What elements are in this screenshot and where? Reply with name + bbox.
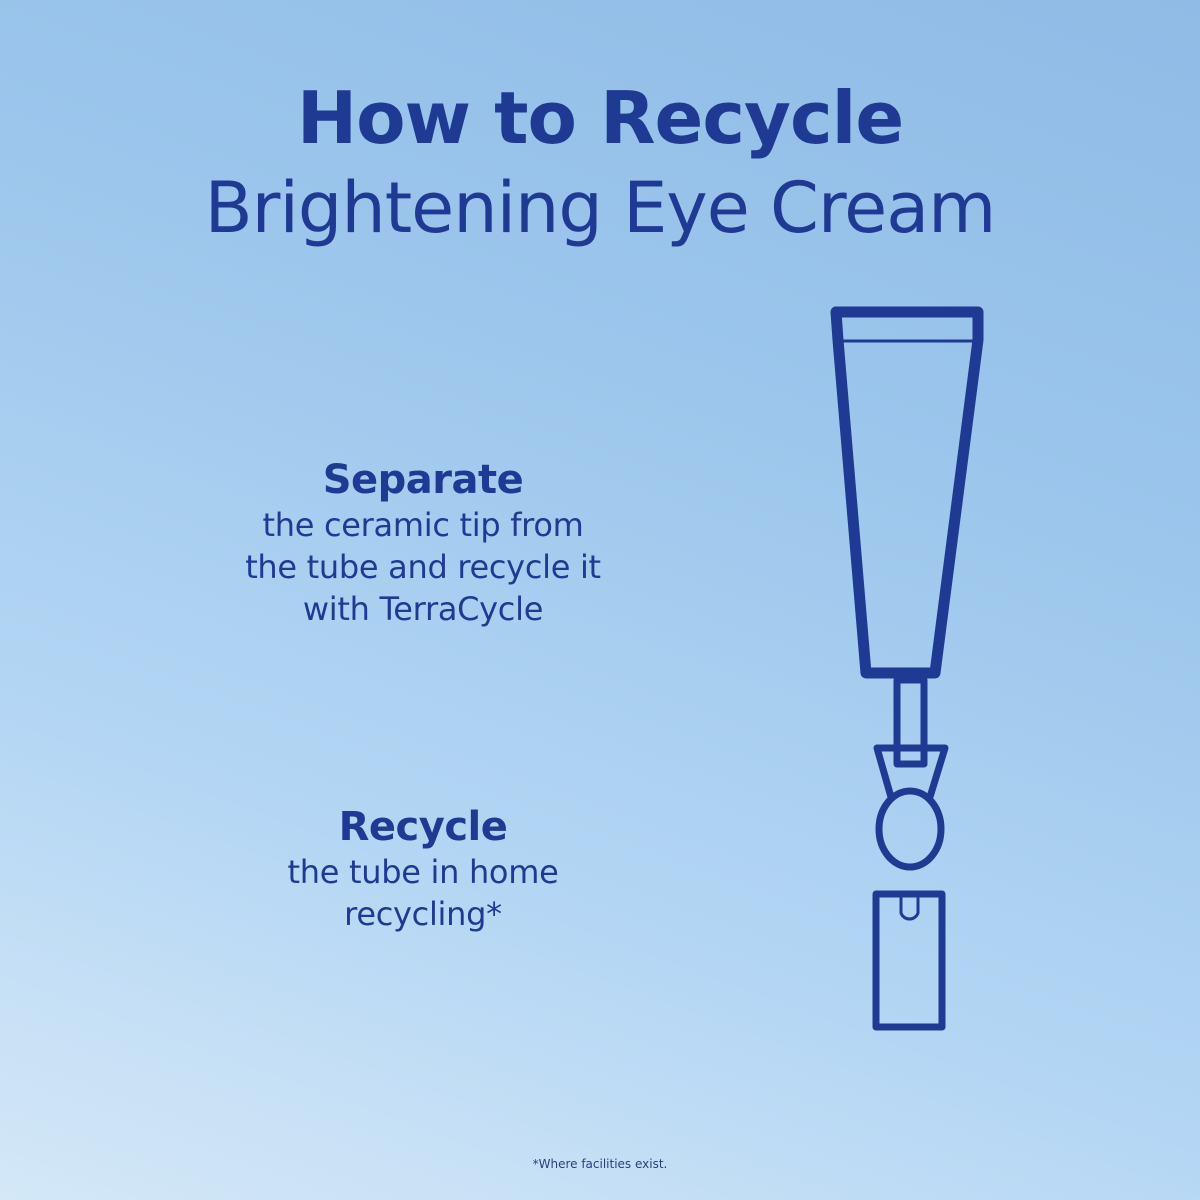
step-separate: Separate the ceramic tip from the tube a…	[200, 456, 646, 630]
footnote: *Where facilities exist.	[532, 1157, 668, 1171]
tube-neck-icon	[893, 676, 928, 768]
page-title: How to Recycle Brightening Eye Cream	[0, 72, 1200, 252]
step-body-line: with TerraCycle	[302, 590, 544, 628]
step-heading: Separate	[322, 457, 524, 503]
step-body-line: the tube and recycle it	[245, 548, 601, 586]
title-main: How to Recycle	[296, 76, 904, 160]
cap-icon	[872, 890, 946, 1031]
step-body-line: the tube in home	[287, 853, 559, 891]
ceramic-tip-icon	[875, 787, 945, 871]
ceramic-tip-collar-icon	[873, 744, 949, 799]
title-product: Brightening Eye Cream	[204, 167, 997, 249]
step-body-line: the ceramic tip from	[262, 506, 584, 544]
step-recycle: Recycle the tube in home recycling*	[200, 803, 646, 935]
cap-notch-icon	[899, 897, 920, 921]
tube-body-icon	[830, 306, 984, 679]
step-body-line: recycling*	[344, 895, 502, 933]
step-heading: Recycle	[338, 804, 508, 850]
